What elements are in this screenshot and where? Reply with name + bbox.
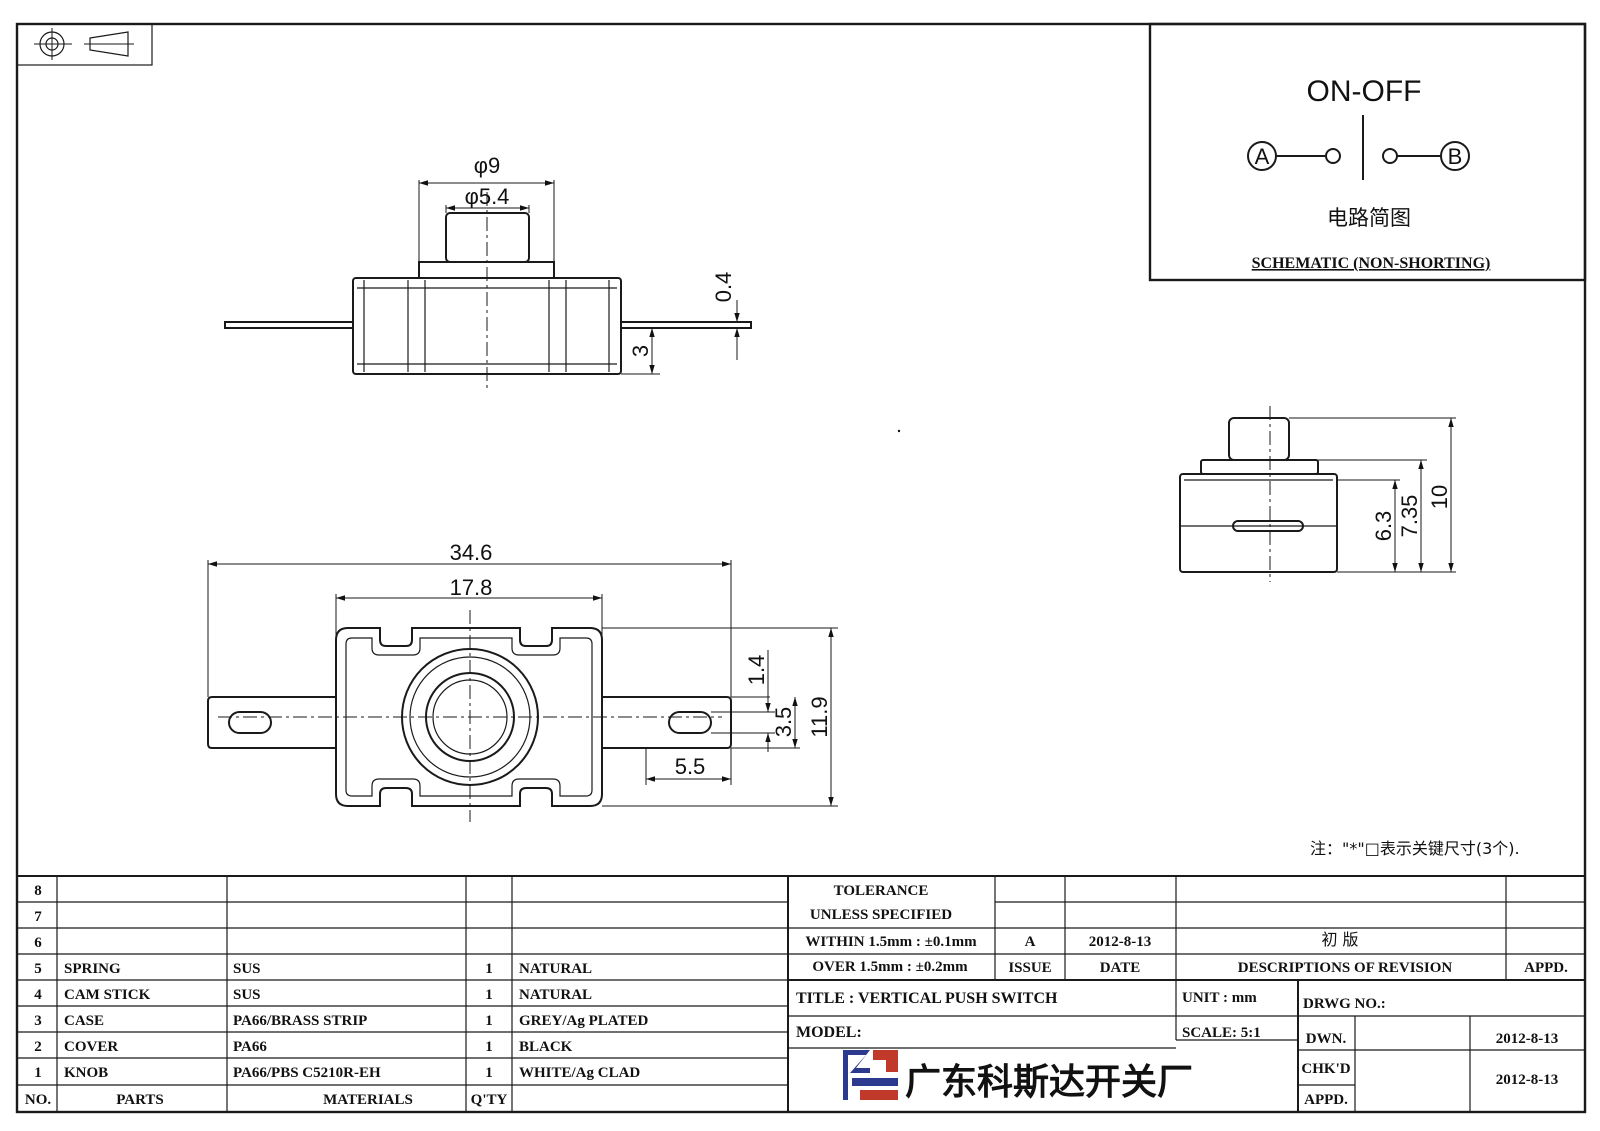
schematic-box: ON-OFF A B 电路简图 SCHEMATIC (NON-SHORTING) [1148, 22, 1587, 282]
bom-cell-material: PA66 [233, 1039, 267, 1055]
company-name: 广东科斯达开关厂 [905, 1062, 1193, 1103]
bom-cell-qty: 1 [485, 1065, 493, 1081]
bom-cell-no: 1 [34, 1065, 42, 1081]
bom-cell-finish: NATURAL [519, 987, 592, 1003]
dwn-label: DWN. [1306, 1031, 1347, 1047]
bom-cell-finish: GREY/Ag PLATED [519, 1013, 648, 1029]
bom-header-materials: MATERIALS [323, 1092, 413, 1108]
bom-header-qty: Q'TY [471, 1092, 508, 1108]
bom-cell-part: KNOB [64, 1065, 108, 1081]
bom-cell-no: 8 [34, 883, 42, 899]
side-view-dimensions: 6.3 7.35 10 [1289, 417, 1456, 573]
bom-cell-no: 4 [34, 987, 42, 1003]
bom-cell-part: COVER [64, 1039, 118, 1055]
tolerance-line-4: OVER 1.5mm : ±0.2mm [812, 959, 968, 975]
scale-field: SCALE: 5:1 [1182, 1025, 1261, 1041]
bom-cell-no: 6 [34, 935, 42, 951]
terminal-b-circle [1440, 141, 1470, 171]
dim-55: 5.5 [675, 754, 706, 779]
tolerance-line-1: TOLERANCE [834, 883, 929, 899]
terminal-b-label: B [1448, 144, 1463, 169]
dim-63: 6.3 [1371, 511, 1396, 542]
bom-cell-no: 3 [34, 1013, 42, 1029]
dim-phi9: φ9 [474, 153, 501, 178]
bom-cell-finish: WHITE/Ag CLAD [519, 1065, 640, 1081]
company-logo-icon [843, 1050, 898, 1100]
rev-header-appd: APPD. [1524, 960, 1568, 976]
tolerance-line-3: WITHIN 1.5mm : ±0.1mm [805, 934, 977, 950]
drawing-title: TITLE : VERTICAL PUSH SWITCH [796, 990, 1058, 1007]
title-block [788, 876, 1585, 1113]
dim-178: 17.8 [450, 575, 493, 600]
dim-04: 0.4 [711, 272, 736, 303]
bom-cell-qty: 1 [485, 987, 493, 1003]
chkd-label: CHK'D [1301, 1061, 1350, 1077]
rev-issue: A [1025, 934, 1036, 950]
bom-table [17, 875, 1585, 1113]
bom-cell-part: SPRING [64, 961, 121, 977]
bom-cell-no: 2 [34, 1039, 42, 1055]
projection-symbol-icon [16, 23, 153, 66]
bom-cell-material: PA66/BRASS STRIP [233, 1013, 367, 1029]
bom-cell-qty: 1 [485, 961, 493, 977]
rev-header-date: DATE [1100, 960, 1141, 976]
dim-119: 11.9 [807, 696, 832, 737]
terminal-a-label: A [1255, 144, 1270, 169]
bom-header-parts: PARTS [116, 1092, 164, 1108]
top-view [207, 610, 732, 822]
front-view-dimensions: φ9 φ5.4 0.4 3 [418, 153, 740, 375]
top-view-dimensions: 34.6 17.8 11.9 3.5 1.4 5.5 [207, 540, 838, 807]
bom-cell-qty: 1 [485, 1013, 493, 1029]
bom-cell-finish: BLACK [519, 1039, 573, 1055]
dim-10: 10 [1427, 485, 1452, 509]
schematic-title: ON-OFF [1307, 75, 1422, 108]
dim-35: 3.5 [771, 707, 796, 738]
rev-header-issue: ISSUE [1008, 960, 1051, 976]
bom-cell-qty: 1 [485, 1039, 493, 1055]
dim-3: 3 [628, 345, 653, 357]
bom-cell-material: SUS [233, 987, 261, 1003]
schematic-label-cn: 电路简图 [1327, 206, 1411, 230]
schematic-label-en: SCHEMATIC (NON-SHORTING) [1252, 255, 1491, 272]
bom-cell-part: CASE [64, 1013, 104, 1029]
tolerance-line-2: UNLESS SPECIFIED [810, 907, 952, 923]
rev-date: 2012-8-13 [1089, 934, 1152, 950]
bom-cell-material: PA66/PBS C5210R-EH [233, 1065, 381, 1081]
dim-346: 34.6 [450, 540, 493, 565]
bom-cell-material: SUS [233, 961, 261, 977]
front-view [224, 192, 752, 392]
side-view [1179, 406, 1338, 582]
chk-date: 2012-8-13 [1496, 1072, 1559, 1088]
dim-phi54: φ5.4 [465, 184, 510, 209]
key-dimension-note: 注："*"□表示关键尺寸(3个). [1310, 839, 1520, 858]
dim-14: 1.4 [744, 655, 769, 686]
bom-cell-no: 7 [34, 909, 42, 925]
rev-desc: 初 版 [1321, 930, 1358, 949]
bom-cell-finish: NATURAL [519, 961, 592, 977]
rev-header-desc: DESCRIPTIONS OF REVISION [1238, 960, 1453, 976]
bom-header-no: NO. [25, 1092, 52, 1108]
unit-field: UNIT : mm [1182, 990, 1257, 1006]
dwn-date: 2012-8-13 [1496, 1031, 1559, 1047]
model-field: MODEL: [796, 1024, 862, 1041]
drawing-number: DRWG NO.: [1303, 996, 1386, 1012]
dim-735: 7.35 [1397, 495, 1422, 538]
appd-label: APPD. [1304, 1092, 1348, 1108]
bom-cell-part: CAM STICK [64, 987, 151, 1003]
bom-cell-no: 5 [34, 961, 42, 977]
